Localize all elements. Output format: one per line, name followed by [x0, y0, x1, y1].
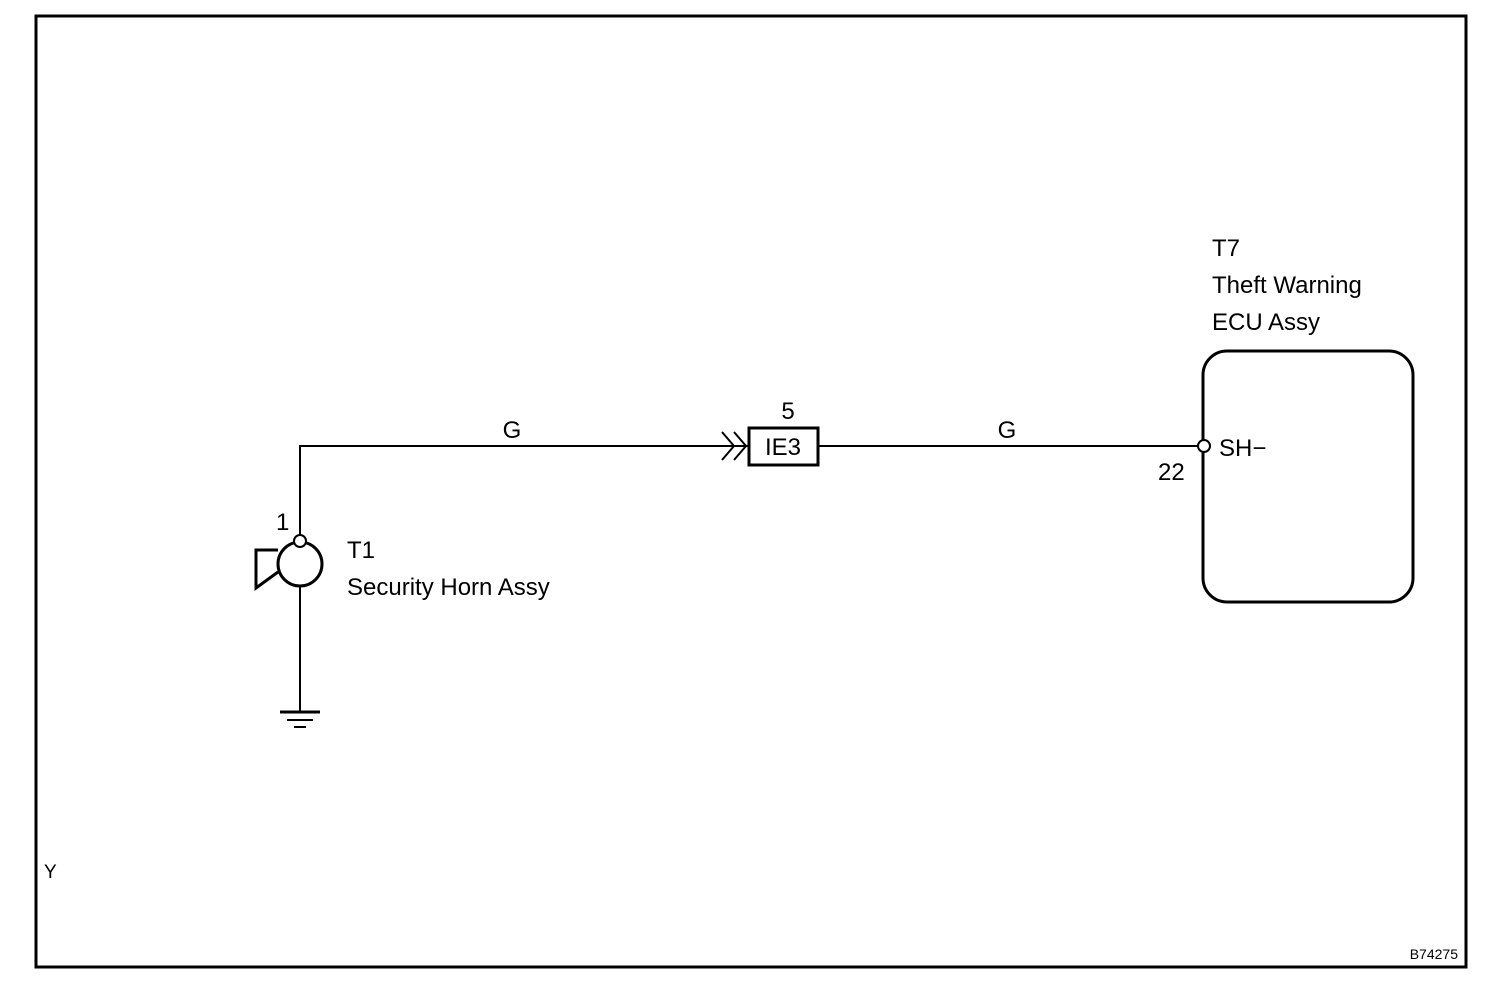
horn-pin-terminal-icon — [293, 534, 307, 548]
horn-pin-number: 1 — [276, 509, 289, 536]
ecu-pin-number: 22 — [1158, 459, 1185, 486]
ecu-pin-terminal-icon — [1197, 439, 1211, 453]
connector-pin: 5 — [781, 398, 794, 425]
reference-code: B74275 — [1410, 946, 1458, 962]
wire-color-right: G — [998, 417, 1017, 444]
security-horn-icon — [254, 540, 324, 591]
ground-icon — [280, 710, 320, 728]
connector-code: IE3 — [765, 434, 801, 461]
horn-code: T1 — [347, 537, 375, 564]
wire-horn-to-connector — [299, 445, 748, 541]
ecu-code: T7 — [1212, 235, 1240, 262]
ecu-name-line2: ECU Assy — [1212, 309, 1320, 336]
ecu-box — [1201, 349, 1415, 604]
connector-chevron-icon — [721, 431, 748, 461]
diagram-frame — [34, 14, 1468, 969]
ecu-name-line1: Theft Warning — [1212, 272, 1362, 299]
wire-color-left: G — [503, 417, 522, 444]
horn-name: Security Horn Assy — [347, 574, 550, 601]
corner-left-mark: Y — [44, 862, 57, 883]
ecu-terminal-name: SH− — [1219, 435, 1266, 462]
